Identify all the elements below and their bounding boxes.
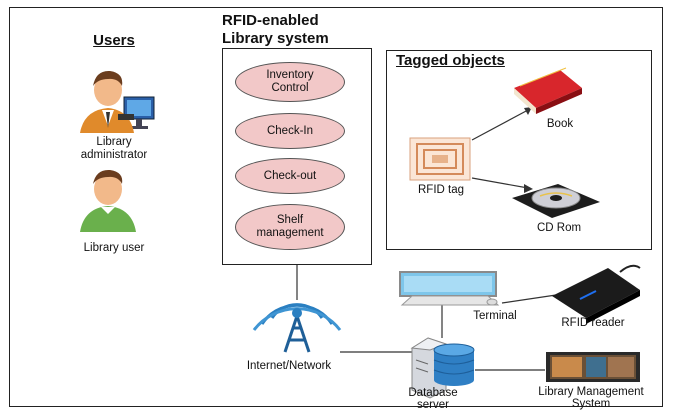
outer-frame <box>9 7 663 407</box>
book-arrowhead <box>524 107 532 115</box>
function-check-out: Check-out <box>235 158 345 194</box>
users-heading: Users <box>93 32 135 49</box>
rfid-reader-icon <box>552 264 641 324</box>
lms-label-line1: Library Management <box>538 386 644 398</box>
admin-label: Library administrator <box>80 136 148 161</box>
book-label: Book <box>546 118 574 130</box>
terminal-label: Terminal <box>473 310 517 322</box>
rfid-tag-icon <box>409 137 471 181</box>
tower-top <box>292 308 302 318</box>
cd-arrowhead <box>524 184 533 193</box>
lms-label-line2: System <box>571 398 611 410</box>
system-heading-line2: Library system <box>222 30 329 47</box>
function-inventory-control: Inventory Control <box>235 62 345 102</box>
function-shelf-management: Shelf management <box>235 204 345 250</box>
database-label-line1: Database <box>408 387 458 399</box>
database-label-line2: server <box>417 399 449 411</box>
database-server-icon <box>410 337 475 399</box>
cd-rom-icon <box>512 184 600 218</box>
tag-book-arrow <box>471 109 529 141</box>
book-icon <box>514 67 582 114</box>
tower-mast <box>283 315 311 353</box>
terminal-icon <box>399 271 500 306</box>
tag-cd-arrow <box>471 177 529 189</box>
admin-icon <box>80 70 155 133</box>
system-box: Inventory Control Check-In Check-out She… <box>222 48 372 265</box>
lms-monitor-icon <box>546 352 640 382</box>
user-label: Library user <box>83 242 145 254</box>
system-heading-line1: RFID-enabled <box>222 12 319 29</box>
rfid-reader-label: RFID reader <box>561 317 625 329</box>
cd-rom-label: CD Rom <box>536 222 582 234</box>
function-check-in: Check-In <box>235 113 345 149</box>
rfid-tag-label: RFID tag <box>417 184 464 196</box>
tagged-objects-heading: Tagged objects <box>396 52 505 69</box>
user-icon <box>80 169 136 232</box>
tagged-objects-box <box>386 50 652 250</box>
internet-network-label: Internet/Network <box>246 360 332 372</box>
terminal-reader-connector <box>501 294 557 304</box>
